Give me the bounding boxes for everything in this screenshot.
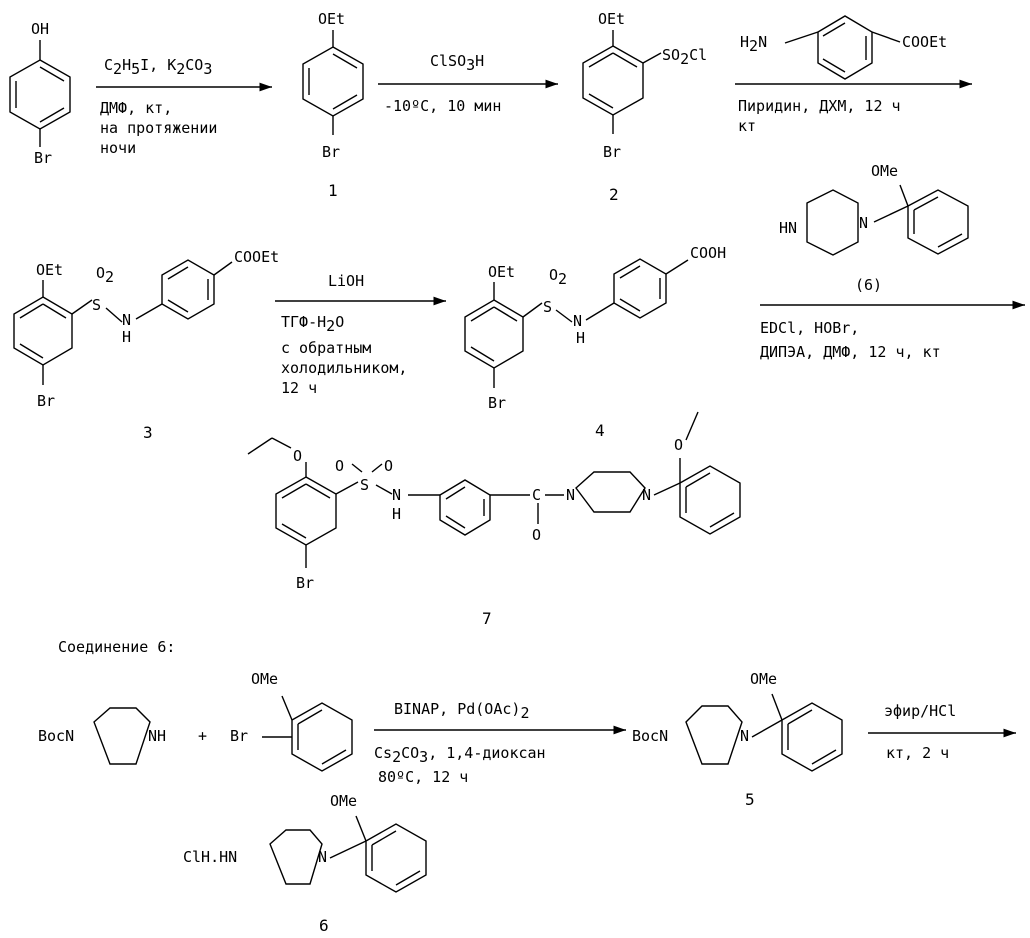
label-oet: OEt	[598, 10, 625, 28]
label-n: N	[573, 312, 582, 330]
label-br: Br	[322, 143, 340, 161]
structure-compound-2: OEt SO2Cl Br 2	[582, 10, 707, 204]
step2-conditions-above: ClSO3H	[430, 52, 484, 74]
label-n: N	[318, 848, 327, 866]
structure-reagent-6: HN N OMe (6)	[779, 162, 969, 294]
structure-compound-3: OEt O2 S N H COOEt Br 3	[13, 248, 279, 442]
label-n: N	[122, 311, 131, 329]
label-s: S	[543, 298, 552, 316]
label-o: O	[293, 447, 302, 465]
step6-conditions-below-1: Cs2CO3, 1,4-диоксан	[374, 744, 546, 766]
step3-conditions-below-2: кт	[738, 117, 756, 135]
label-n: N	[859, 214, 868, 232]
plus-sign: +	[198, 727, 207, 745]
step4-conditions-below-4: 12 ч	[281, 379, 317, 397]
label-br: Br	[37, 392, 55, 410]
label-hn: HN	[779, 219, 797, 237]
compound-label-2: 2	[609, 185, 619, 204]
label-h2n: H2N	[740, 33, 767, 55]
structure-2-bromoanisole: OMe Br	[230, 670, 353, 772]
step4-conditions-below-1: ТГФ-H2O	[281, 313, 344, 335]
label-n: N	[740, 727, 749, 745]
label-ome: OMe	[330, 792, 357, 810]
step5-conditions-below-1: EDCl, HOBr,	[760, 319, 859, 337]
label-oet: OEt	[318, 10, 345, 28]
structure-compound-4: OEt O2 S N H COOH Br 4	[464, 244, 726, 440]
structure-ethyl-4-aminobenzoate: H2N COOEt	[740, 15, 947, 80]
section-title: Соединение 6:	[58, 638, 175, 656]
step4-conditions-below-3: холодильником,	[281, 359, 407, 377]
step1-conditions-below-1: ДМФ, кт,	[100, 99, 172, 117]
label-oet: OEt	[488, 263, 515, 281]
reaction-arrow-step4: LiOH ТГФ-H2O с обратным холодильником, 1…	[275, 272, 446, 397]
compound-label-4: 4	[595, 421, 605, 440]
compound-label-7: 7	[482, 609, 492, 628]
step1-conditions-below-2: на протяжении	[100, 119, 217, 137]
label-br: Br	[603, 143, 621, 161]
label-n: N	[392, 486, 401, 504]
reaction-arrow-step6: BINAP, Pd(OAc)2 Cs2CO3, 1,4-диоксан 80ºC…	[374, 700, 626, 786]
label-s: S	[92, 296, 101, 314]
label-br: Br	[296, 574, 314, 592]
label-o: O	[532, 526, 541, 544]
compound-label-3: 3	[143, 423, 153, 442]
step7-conditions-above: эфир/HCl	[884, 702, 956, 720]
step1-conditions-above: C2H5I, K2CO3	[104, 56, 212, 78]
structure-compound-1: OEt Br 1	[302, 10, 364, 200]
label-cooh: COOH	[690, 244, 726, 262]
label-h: H	[122, 328, 131, 346]
compound-label-1: 1	[328, 181, 338, 200]
label-h: H	[576, 329, 585, 347]
label-nh: NH	[148, 727, 166, 745]
structure-boc-piperazine: BocN NH	[38, 707, 166, 765]
compound-label-5: 5	[745, 790, 755, 809]
reaction-arrow-step7: эфир/HCl кт, 2 ч	[868, 702, 1016, 762]
label-cooet: COOEt	[234, 248, 279, 266]
label-ome: OMe	[750, 670, 777, 688]
label-br: Br	[488, 394, 506, 412]
structure-compound-5: OMe BocN N 5	[632, 670, 843, 809]
step7-conditions-below-1: кт, 2 ч	[886, 744, 949, 762]
label-so2cl: SO2Cl	[662, 46, 707, 68]
label-o2: O2	[96, 264, 114, 286]
label-o: O	[384, 457, 393, 475]
label-bocn: BocN	[38, 727, 74, 745]
reaction-arrow-step3: Пиридин, ДХМ, 12 ч кт	[735, 79, 972, 135]
label-br: Br	[230, 727, 248, 745]
step5-conditions-below-2: ДИПЭА, ДМФ, 12 ч, кт	[760, 343, 941, 361]
step3-conditions-below-1: Пиридин, ДХМ, 12 ч	[738, 97, 901, 115]
step4-conditions-below-2: с обратным	[281, 339, 371, 357]
label-o: O	[335, 457, 344, 475]
label-oh: OH	[31, 20, 49, 38]
label-h: H	[392, 505, 401, 523]
step1-conditions-below-3: ночи	[100, 139, 136, 157]
step4-conditions-above: LiOH	[328, 272, 364, 290]
label-clh-hn: ClH.HN	[183, 848, 237, 866]
compound-label-6: 6	[319, 916, 329, 935]
reaction-arrow-step2: ClSO3H -10ºC, 10 мин	[378, 52, 558, 115]
structure-compound-7: O O O S N H C O N N O Br 7	[247, 411, 741, 628]
label-o2: O2	[549, 266, 567, 288]
reaction-arrow-step1: C2H5I, K2CO3 ДМФ, кт, на протяжении ночи	[96, 56, 272, 157]
label-c: C	[532, 486, 541, 504]
label-cooet: COOEt	[902, 33, 947, 51]
label-o: O	[674, 436, 683, 454]
step2-conditions-below-1: -10ºC, 10 мин	[384, 97, 501, 115]
structure-4-bromophenol: OH Br	[9, 20, 71, 167]
structure-compound-6: OMe ClH.HN N 6	[183, 792, 427, 935]
label-br: Br	[34, 149, 52, 167]
step6-conditions-above: BINAP, Pd(OAc)2	[394, 700, 529, 722]
label-ome: OMe	[251, 670, 278, 688]
reagent-label-6: (6)	[855, 276, 882, 294]
label-bocn: BocN	[632, 727, 668, 745]
reaction-arrow-step5: EDCl, HOBr, ДИПЭА, ДМФ, 12 ч, кт	[760, 300, 1025, 361]
label-n: N	[642, 486, 651, 504]
step6-conditions-below-2: 80ºC, 12 ч	[378, 768, 468, 786]
label-n: N	[566, 486, 575, 504]
label-ome: OMe	[871, 162, 898, 180]
label-s: S	[360, 476, 369, 494]
label-oet: OEt	[36, 261, 63, 279]
